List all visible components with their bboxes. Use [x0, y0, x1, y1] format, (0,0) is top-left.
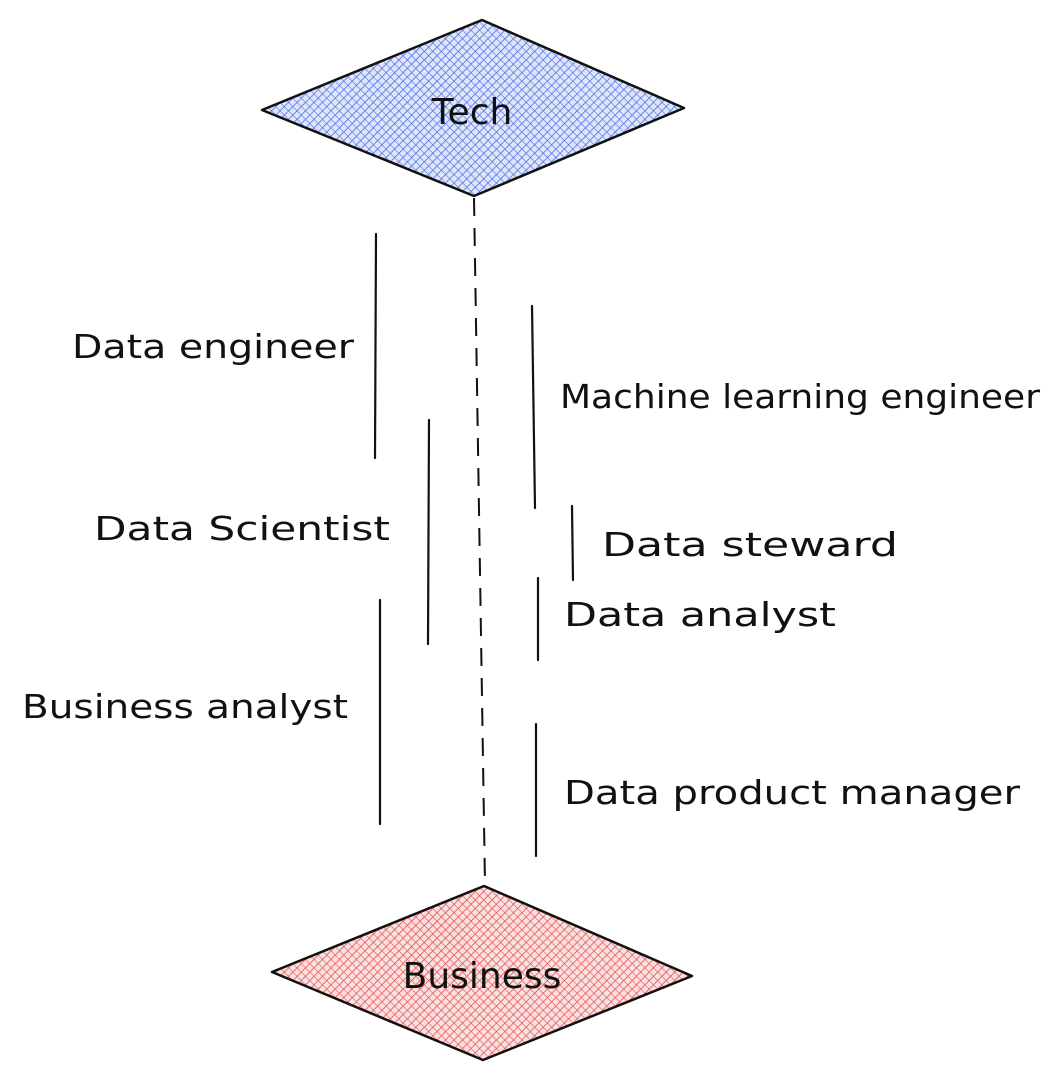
- business-analyst-label: Business analyst: [22, 687, 348, 726]
- tech-label: Tech: [431, 92, 513, 133]
- tech-node: Tech: [260, 18, 686, 198]
- data-product-manager-label: Data product manager: [564, 773, 1021, 812]
- data-steward-range-bar: [570, 504, 575, 582]
- data-analyst-label: Data analyst: [564, 595, 836, 634]
- data-engineer-range-bar: [373, 232, 378, 460]
- data-scientist-label: Data Scientist: [94, 509, 390, 548]
- business-node: Business: [270, 884, 694, 1062]
- business-label: Business: [403, 956, 562, 997]
- spectrum-axis-dashed-line: [473, 197, 486, 886]
- tech-diamond-shape: [260, 18, 686, 198]
- business-diamond-shape: [270, 884, 694, 1062]
- machine-learning-engineer-label: Machine learning engineer: [560, 377, 1040, 416]
- data-engineer-label: Data engineer: [72, 327, 355, 366]
- ml-engineer-range-bar: [530, 304, 537, 510]
- data-steward-label: Data steward: [602, 525, 898, 564]
- data-scientist-range-bar: [426, 418, 431, 646]
